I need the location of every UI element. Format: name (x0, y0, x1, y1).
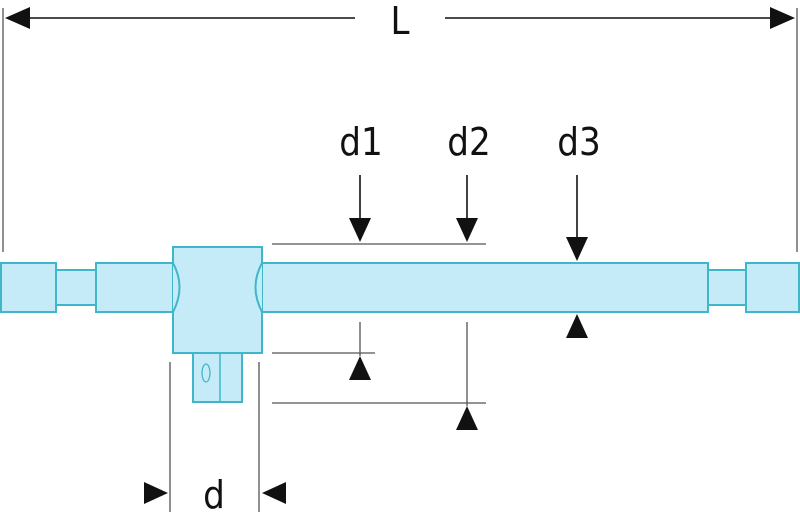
label-d3: d3 (557, 120, 600, 164)
dimension-d: d (144, 362, 286, 512)
arrow-up-icon (456, 406, 478, 430)
arrow-down-icon (566, 237, 588, 261)
right-neck (707, 269, 747, 306)
main-bar (247, 262, 709, 313)
dimension-d3: d3 (557, 120, 601, 338)
arrow-down-icon (349, 218, 371, 242)
square-drive (192, 352, 243, 403)
ball-detent (201, 363, 211, 383)
diagram-stroke (254, 262, 263, 313)
sliding-head (172, 246, 263, 354)
diagram-stroke (172, 262, 181, 313)
arrow-right-icon (144, 482, 168, 504)
dimension-L: L (2, 0, 798, 252)
arrow-up-icon (349, 356, 371, 380)
arrow-right-icon (770, 7, 795, 29)
right-end-cap (745, 262, 800, 313)
left-bar (95, 262, 181, 313)
arrow-up-icon (566, 314, 588, 338)
label-d: d (203, 473, 225, 512)
arrow-left-icon (262, 482, 286, 504)
dimension-d1: d1 (272, 120, 383, 380)
dimension-d2: d2 (272, 120, 491, 430)
label-d2: d2 (447, 120, 490, 164)
arrow-left-icon (5, 7, 30, 29)
left-end-cap (0, 262, 57, 313)
left-neck (55, 269, 97, 306)
tool-body (0, 246, 800, 403)
arrow-down-icon (456, 218, 478, 242)
label-d1: d1 (339, 120, 382, 164)
label-L: L (390, 0, 409, 43)
